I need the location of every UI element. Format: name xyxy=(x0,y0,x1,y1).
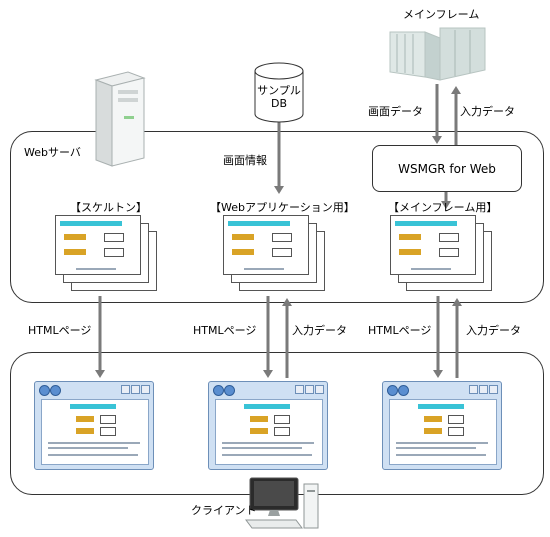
pc-icon xyxy=(244,476,324,532)
mainframe-label: メインフレーム xyxy=(403,8,480,21)
mainframe-icon xyxy=(385,22,490,84)
browser-window-icon xyxy=(34,381,154,470)
input-data-label-2: 入力データ xyxy=(292,324,347,337)
web-server-label: Webサーバ xyxy=(24,146,81,159)
browser-window-icon xyxy=(208,381,328,470)
page-stack-icon xyxy=(390,215,500,295)
wsmgr-box: WSMGR for Web xyxy=(372,145,522,192)
sample-db-label: サンプル DB xyxy=(257,84,301,110)
page-stack-icon xyxy=(223,215,333,295)
skeleton-heading: 【スケルトン】 xyxy=(70,201,147,214)
wsmgr-label: WSMGR for Web xyxy=(398,161,496,176)
input-data-label-top: 入力データ xyxy=(460,105,515,118)
browser-window-icon xyxy=(382,381,502,470)
screen-data-label: 画面データ xyxy=(368,105,423,118)
html-page-label-3: HTMLページ xyxy=(368,324,432,337)
server-icon xyxy=(88,66,152,170)
html-page-label-1: HTMLページ xyxy=(28,324,92,337)
screen-info-label: 画面情報 xyxy=(223,154,267,167)
input-data-label-3: 入力データ xyxy=(466,324,521,337)
mainframe-use-heading: 【メインフレーム用】 xyxy=(388,201,498,214)
html-page-label-2: HTMLページ xyxy=(193,324,257,337)
webapp-heading: 【Webアプリケーション用】 xyxy=(210,201,355,214)
client-label: クライアント xyxy=(191,504,257,517)
page-stack-icon xyxy=(55,215,165,295)
web-server-container xyxy=(10,131,544,303)
database-icon xyxy=(253,62,305,124)
